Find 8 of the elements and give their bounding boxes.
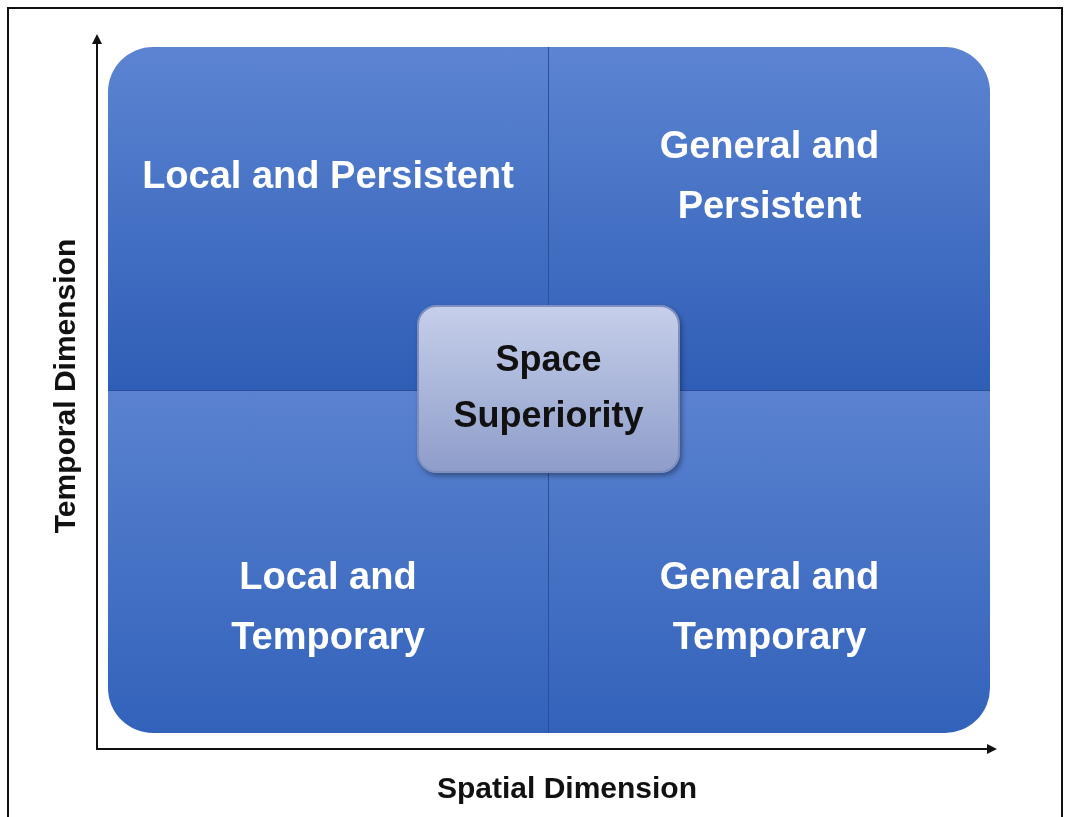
quadrant-label: General and Persistent (658, 123, 881, 228)
center-box (417, 305, 680, 473)
quadrant-label: Local and Persistent (141, 153, 515, 198)
axis-label: Temporal Dimension (48, 238, 82, 534)
axis-label: Spatial Dimension (436, 771, 698, 805)
quadrant-label: Local and Temporary (230, 554, 426, 659)
center-label: Space Superiority (452, 337, 645, 437)
quadrant-label: General and Temporary (658, 554, 881, 659)
